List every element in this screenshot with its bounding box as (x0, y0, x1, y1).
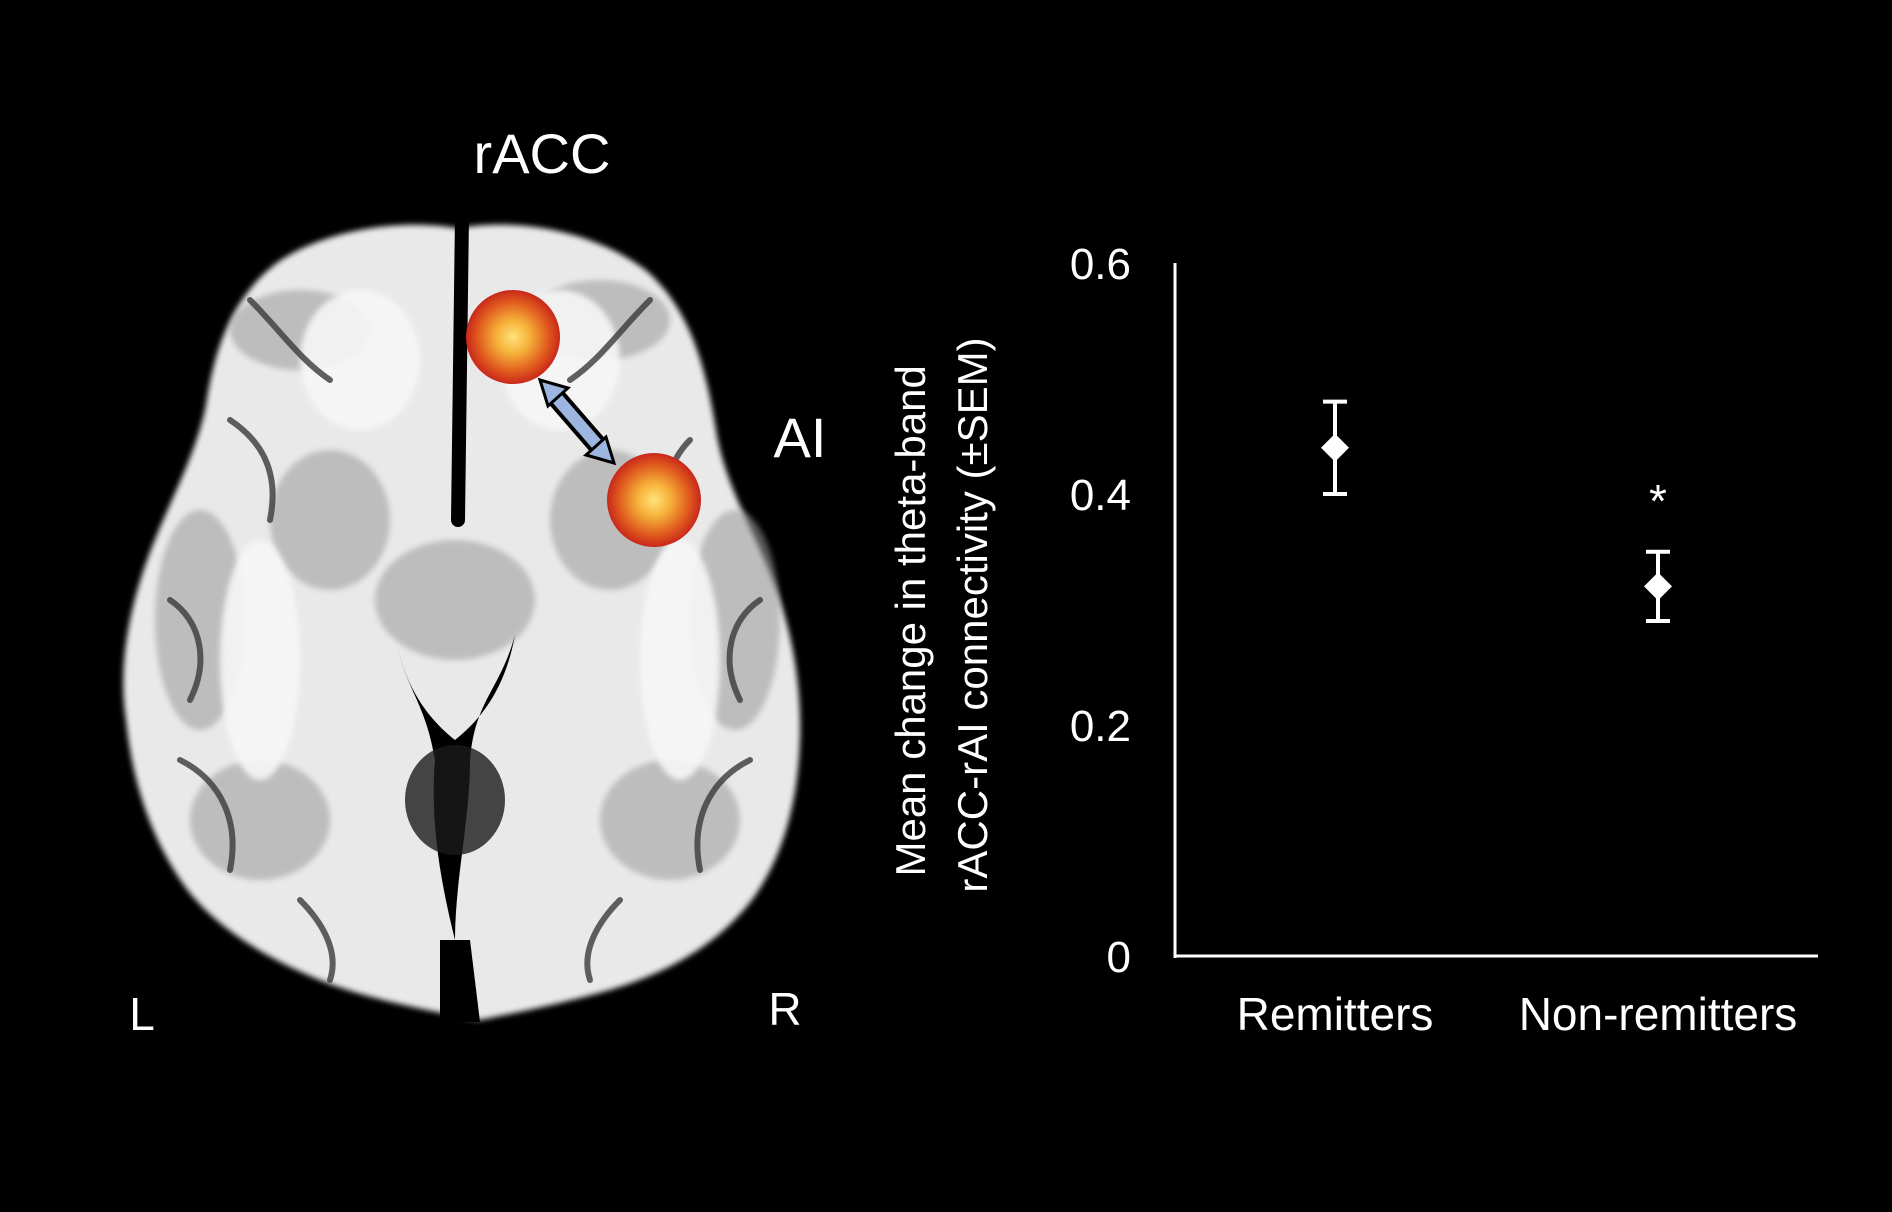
data-point-diamond (1644, 572, 1672, 601)
left-hemisphere-label: L (129, 988, 155, 1040)
y-tick-label: 0 (1107, 933, 1131, 982)
y-axis-title: Mean change in theta-band rACC-rAI conne… (887, 337, 996, 892)
brain-slice-image (123, 208, 801, 1022)
racc-label: rACC (474, 122, 611, 185)
y-tick-label: 0.6 (1070, 240, 1131, 289)
ai-label: AI (774, 406, 827, 469)
significance-asterisk: * (1649, 475, 1667, 527)
data-point-group (1644, 549, 1672, 624)
y-axis-title-line-2: rACC-rAI connectivity (±SEM) (949, 337, 996, 892)
x-category-label: Remitters (1237, 988, 1434, 1040)
y-tick-label: 0.2 (1070, 702, 1131, 751)
y-axis-title-line-1: Mean change in theta-band (887, 365, 934, 876)
x-category-label: Non-remitters (1519, 988, 1798, 1040)
y-tick-label: 0.4 (1070, 471, 1131, 520)
racc-roi-marker (466, 290, 560, 384)
data-point-diamond (1321, 433, 1349, 462)
ai-roi-marker (607, 453, 701, 547)
data-point-group (1321, 399, 1349, 496)
right-hemisphere-label: R (768, 983, 801, 1035)
connection-arrow (537, 377, 617, 466)
chart: 0 0.2 0.4 0.6 Remitters Non-remitters * Mean… (887, 240, 1818, 1040)
